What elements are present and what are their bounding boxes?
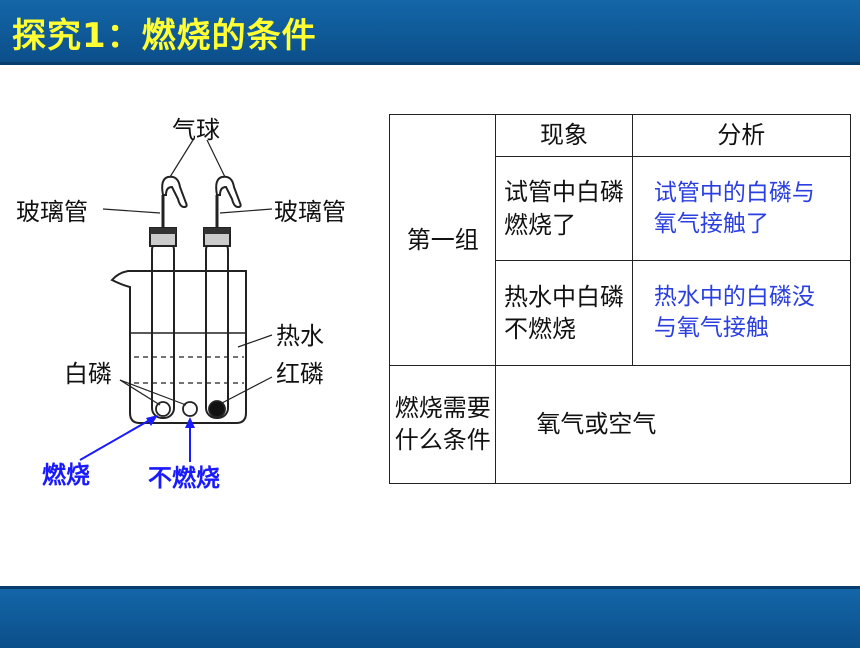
row2-phenomenon-text: 热水中白磷不燃烧 (503, 282, 624, 344)
row1-analysis-text: 试管中的白磷与氧气接触了 (653, 179, 815, 237)
right-balloon (215, 175, 242, 209)
red-phosphorus (208, 400, 226, 418)
header-analysis: 分析 (631, 113, 852, 158)
balloon-label: 气球 (172, 116, 220, 144)
row2-analysis: 热水中的白磷没与氧气接触 (631, 260, 852, 366)
answer-cell: 氧气或空气 (495, 364, 851, 485)
question-cell: 燃烧需要什么条件 (388, 364, 497, 485)
white-phosphorus-label: 白磷 (64, 360, 112, 388)
title-bar: 探究1：燃烧的条件 (0, 0, 860, 65)
footer-bar (0, 586, 860, 648)
results-table: 第一组 现象 分析 试管中白磷燃烧了 试管中的白磷与氧气接触了 热水中白磷不燃烧… (388, 113, 852, 485)
slide-title: 探究1：燃烧的条件 (12, 16, 317, 56)
row2-analysis-text: 热水中的白磷没与氧气接触 (653, 283, 815, 342)
white-phosphorus-water (182, 401, 198, 417)
white-phosphorus-tube (155, 401, 171, 417)
row2-phenomenon: 热水中白磷不燃烧 (495, 260, 633, 366)
row1-phenomenon: 试管中白磷燃烧了 (495, 156, 633, 262)
group-label: 第一组 (406, 225, 479, 254)
red-phosphorus-label: 红磷 (276, 360, 324, 388)
row1-analysis: 试管中的白磷与氧气接触了 (631, 156, 852, 262)
left-balloon (161, 175, 188, 209)
burn-label: 燃烧 (42, 461, 90, 489)
glass-tube-left-label: 玻璃管 (16, 198, 88, 226)
question-text: 燃烧需要什么条件 (394, 393, 491, 455)
group-cell: 第一组 (388, 114, 497, 366)
no-burn-label: 不燃烧 (148, 464, 220, 492)
header-phenomenon: 现象 (495, 113, 633, 158)
beaker (110, 270, 247, 424)
right-test-tube (205, 239, 229, 419)
hot-water-label: 热水 (276, 322, 324, 350)
left-test-tube (151, 239, 175, 419)
row1-phenomenon-text: 试管中白磷燃烧了 (503, 178, 624, 239)
glass-tube-right-label: 玻璃管 (274, 198, 346, 226)
burn-arrow (79, 416, 156, 461)
apparatus-diagram (79, 139, 273, 462)
